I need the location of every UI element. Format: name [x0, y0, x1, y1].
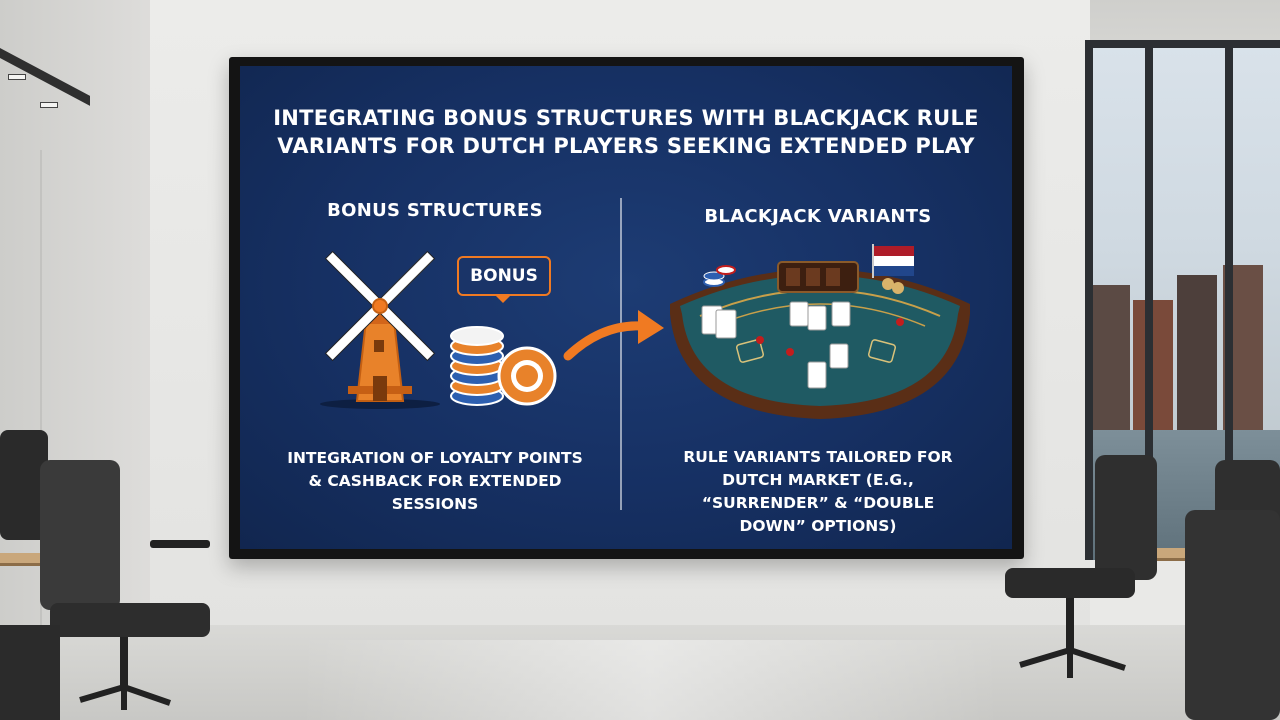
arrow-right-icon — [563, 310, 664, 361]
blackjack-variants-caption: Rule Variants Tailored for Dutch Market … — [683, 448, 953, 535]
canal-house — [1133, 300, 1173, 430]
bonus-structures-heading: Bonus Structures — [327, 200, 543, 221]
blackjack-table-icon — [670, 261, 970, 419]
window-mullion — [1145, 40, 1153, 560]
window-transom — [1085, 40, 1280, 48]
ceiling-light-icon — [40, 102, 58, 108]
canal-house — [1177, 275, 1217, 430]
floor-reflection — [300, 640, 1000, 720]
bonus-structures-caption: Integration of Loyalty Points & Cashback… — [287, 449, 583, 513]
slide-title: Integrating Bonus Structures with Blackj… — [273, 106, 979, 158]
office-chair — [1005, 455, 1280, 720]
windmill-icon — [320, 250, 440, 409]
column-divider — [620, 198, 622, 510]
office-chair — [0, 430, 210, 720]
blackjack-variants-heading: Blackjack Variants — [704, 206, 932, 227]
window-mullion — [1225, 40, 1233, 560]
presentation-slide: Integrating Bonus Structures with Blackj… — [240, 66, 1012, 549]
netherlands-flag-icon — [872, 244, 914, 278]
poker-chip-stack-icon — [450, 326, 557, 406]
wall-panel-seam — [40, 150, 42, 630]
bonus-badge: BONUS — [457, 256, 551, 303]
window-mullion — [1085, 40, 1093, 560]
canal-house — [1090, 285, 1130, 430]
ceiling-light-icon — [8, 74, 26, 80]
playing-card-icon — [701, 301, 851, 389]
